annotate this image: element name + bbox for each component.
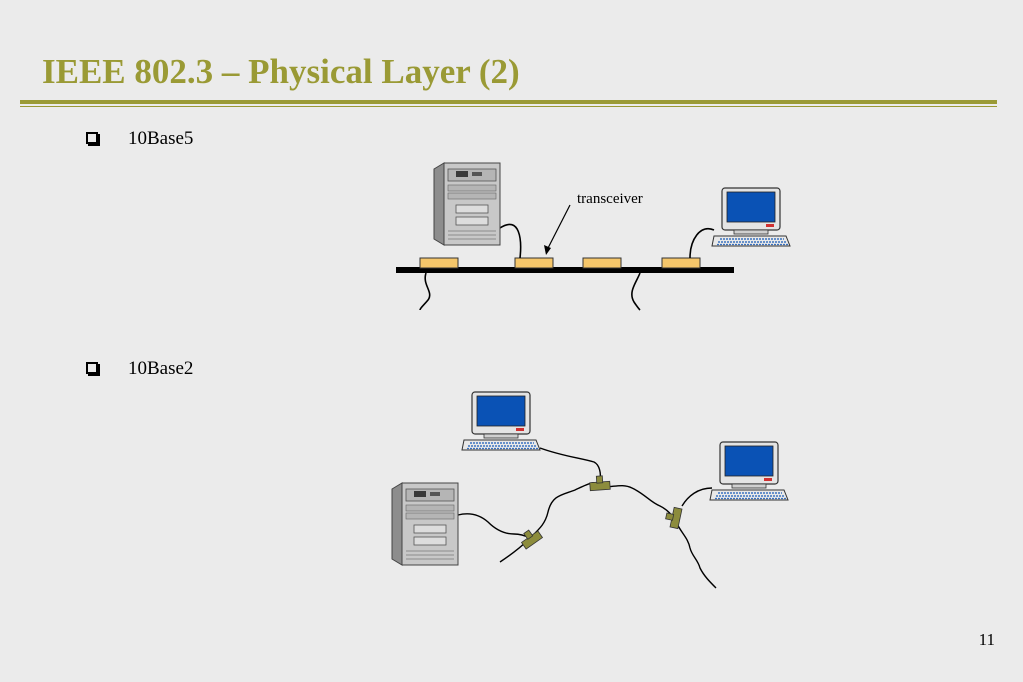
thick-coax-backbone	[396, 267, 734, 273]
callout-arrowhead	[544, 245, 551, 255]
server-tower	[433, 162, 501, 246]
title-rule-thin	[20, 106, 997, 107]
drop-cable	[499, 223, 522, 259]
drop-cable	[539, 447, 602, 481]
drop-cable	[457, 513, 531, 539]
cable-end	[419, 272, 431, 311]
workstation	[711, 187, 791, 247]
workstation	[461, 391, 541, 451]
bullet-label-10base2: 10Base2	[128, 358, 194, 379]
server-tower	[391, 482, 459, 566]
transceiver	[582, 257, 622, 269]
drop-cable	[689, 227, 715, 259]
thin-coax-cable	[499, 482, 717, 589]
transceiver-label: transceiver	[577, 191, 643, 207]
bullet-label-10base5: 10Base5	[128, 128, 194, 149]
page-number: 11	[978, 630, 995, 649]
callout-arrow	[545, 204, 571, 253]
bullet-checkbox-icon	[86, 132, 98, 144]
slide-title: IEEE 802.3 – Physical Layer (2)	[42, 52, 520, 91]
bullet-checkbox-icon	[86, 362, 98, 374]
t-connector-icon	[588, 474, 611, 492]
transceiver	[419, 257, 459, 269]
transceiver	[514, 257, 554, 269]
drop-cable	[681, 487, 713, 507]
transceiver	[661, 257, 701, 269]
cable-end	[631, 272, 641, 311]
t-connector-icon	[663, 505, 683, 530]
title-rule	[20, 100, 997, 104]
workstation	[709, 441, 789, 501]
